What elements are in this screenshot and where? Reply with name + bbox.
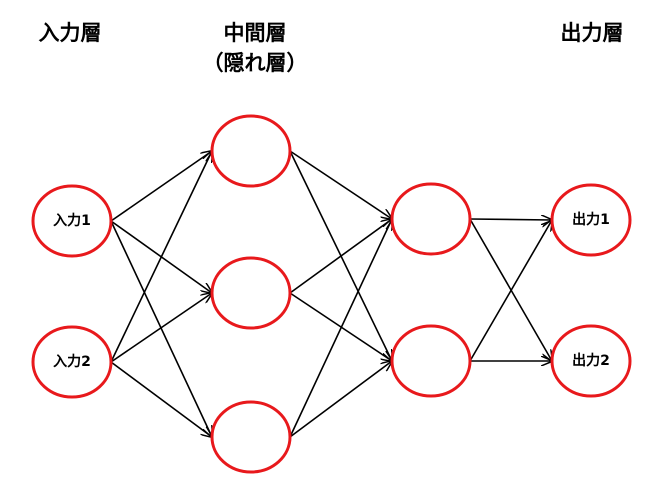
node-hidden2-2 (390, 324, 472, 398)
node-input-1 (31, 184, 113, 258)
node-label-input-2: 入力2 (53, 353, 91, 370)
edge-input2-to-hidden12 (110, 293, 212, 363)
node-hidden2-1 (390, 182, 472, 256)
edge-hidden12-to-hidden21 (289, 219, 392, 294)
node-output-2 (550, 324, 632, 398)
node-hidden1-1 (210, 114, 292, 188)
node-label-output-2: 出力2 (572, 352, 610, 369)
edge-hidden11-to-hidden21 (289, 150, 392, 219)
edge-hidden22-to-output1 (469, 220, 552, 362)
edge-input2-to-hidden13 (110, 361, 212, 437)
layer-title-output: 出力層 (561, 21, 624, 45)
edge-hidden13-to-hidden22 (289, 361, 392, 438)
node-label-output-1: 出力1 (572, 211, 610, 228)
edge-hidden13-to-hidden21 (289, 219, 392, 438)
node-hidden1-3 (210, 400, 292, 474)
edge-hidden21-to-output1 (469, 219, 552, 220)
node-output-1 (550, 183, 632, 257)
layer-title-input: 入力層 (39, 21, 102, 45)
node-input-2 (31, 325, 113, 399)
edge-input1-to-hidden13 (110, 220, 212, 437)
node-label-input-1: 入力1 (53, 212, 91, 229)
layer-subtitle-hidden: （隠れ層） (203, 51, 308, 75)
node-hidden1-2 (210, 256, 292, 330)
edge-input1-to-hidden11 (110, 151, 212, 222)
edge-input2-to-hidden11 (110, 151, 212, 363)
layer-title-hidden: 中間層 (224, 21, 287, 45)
